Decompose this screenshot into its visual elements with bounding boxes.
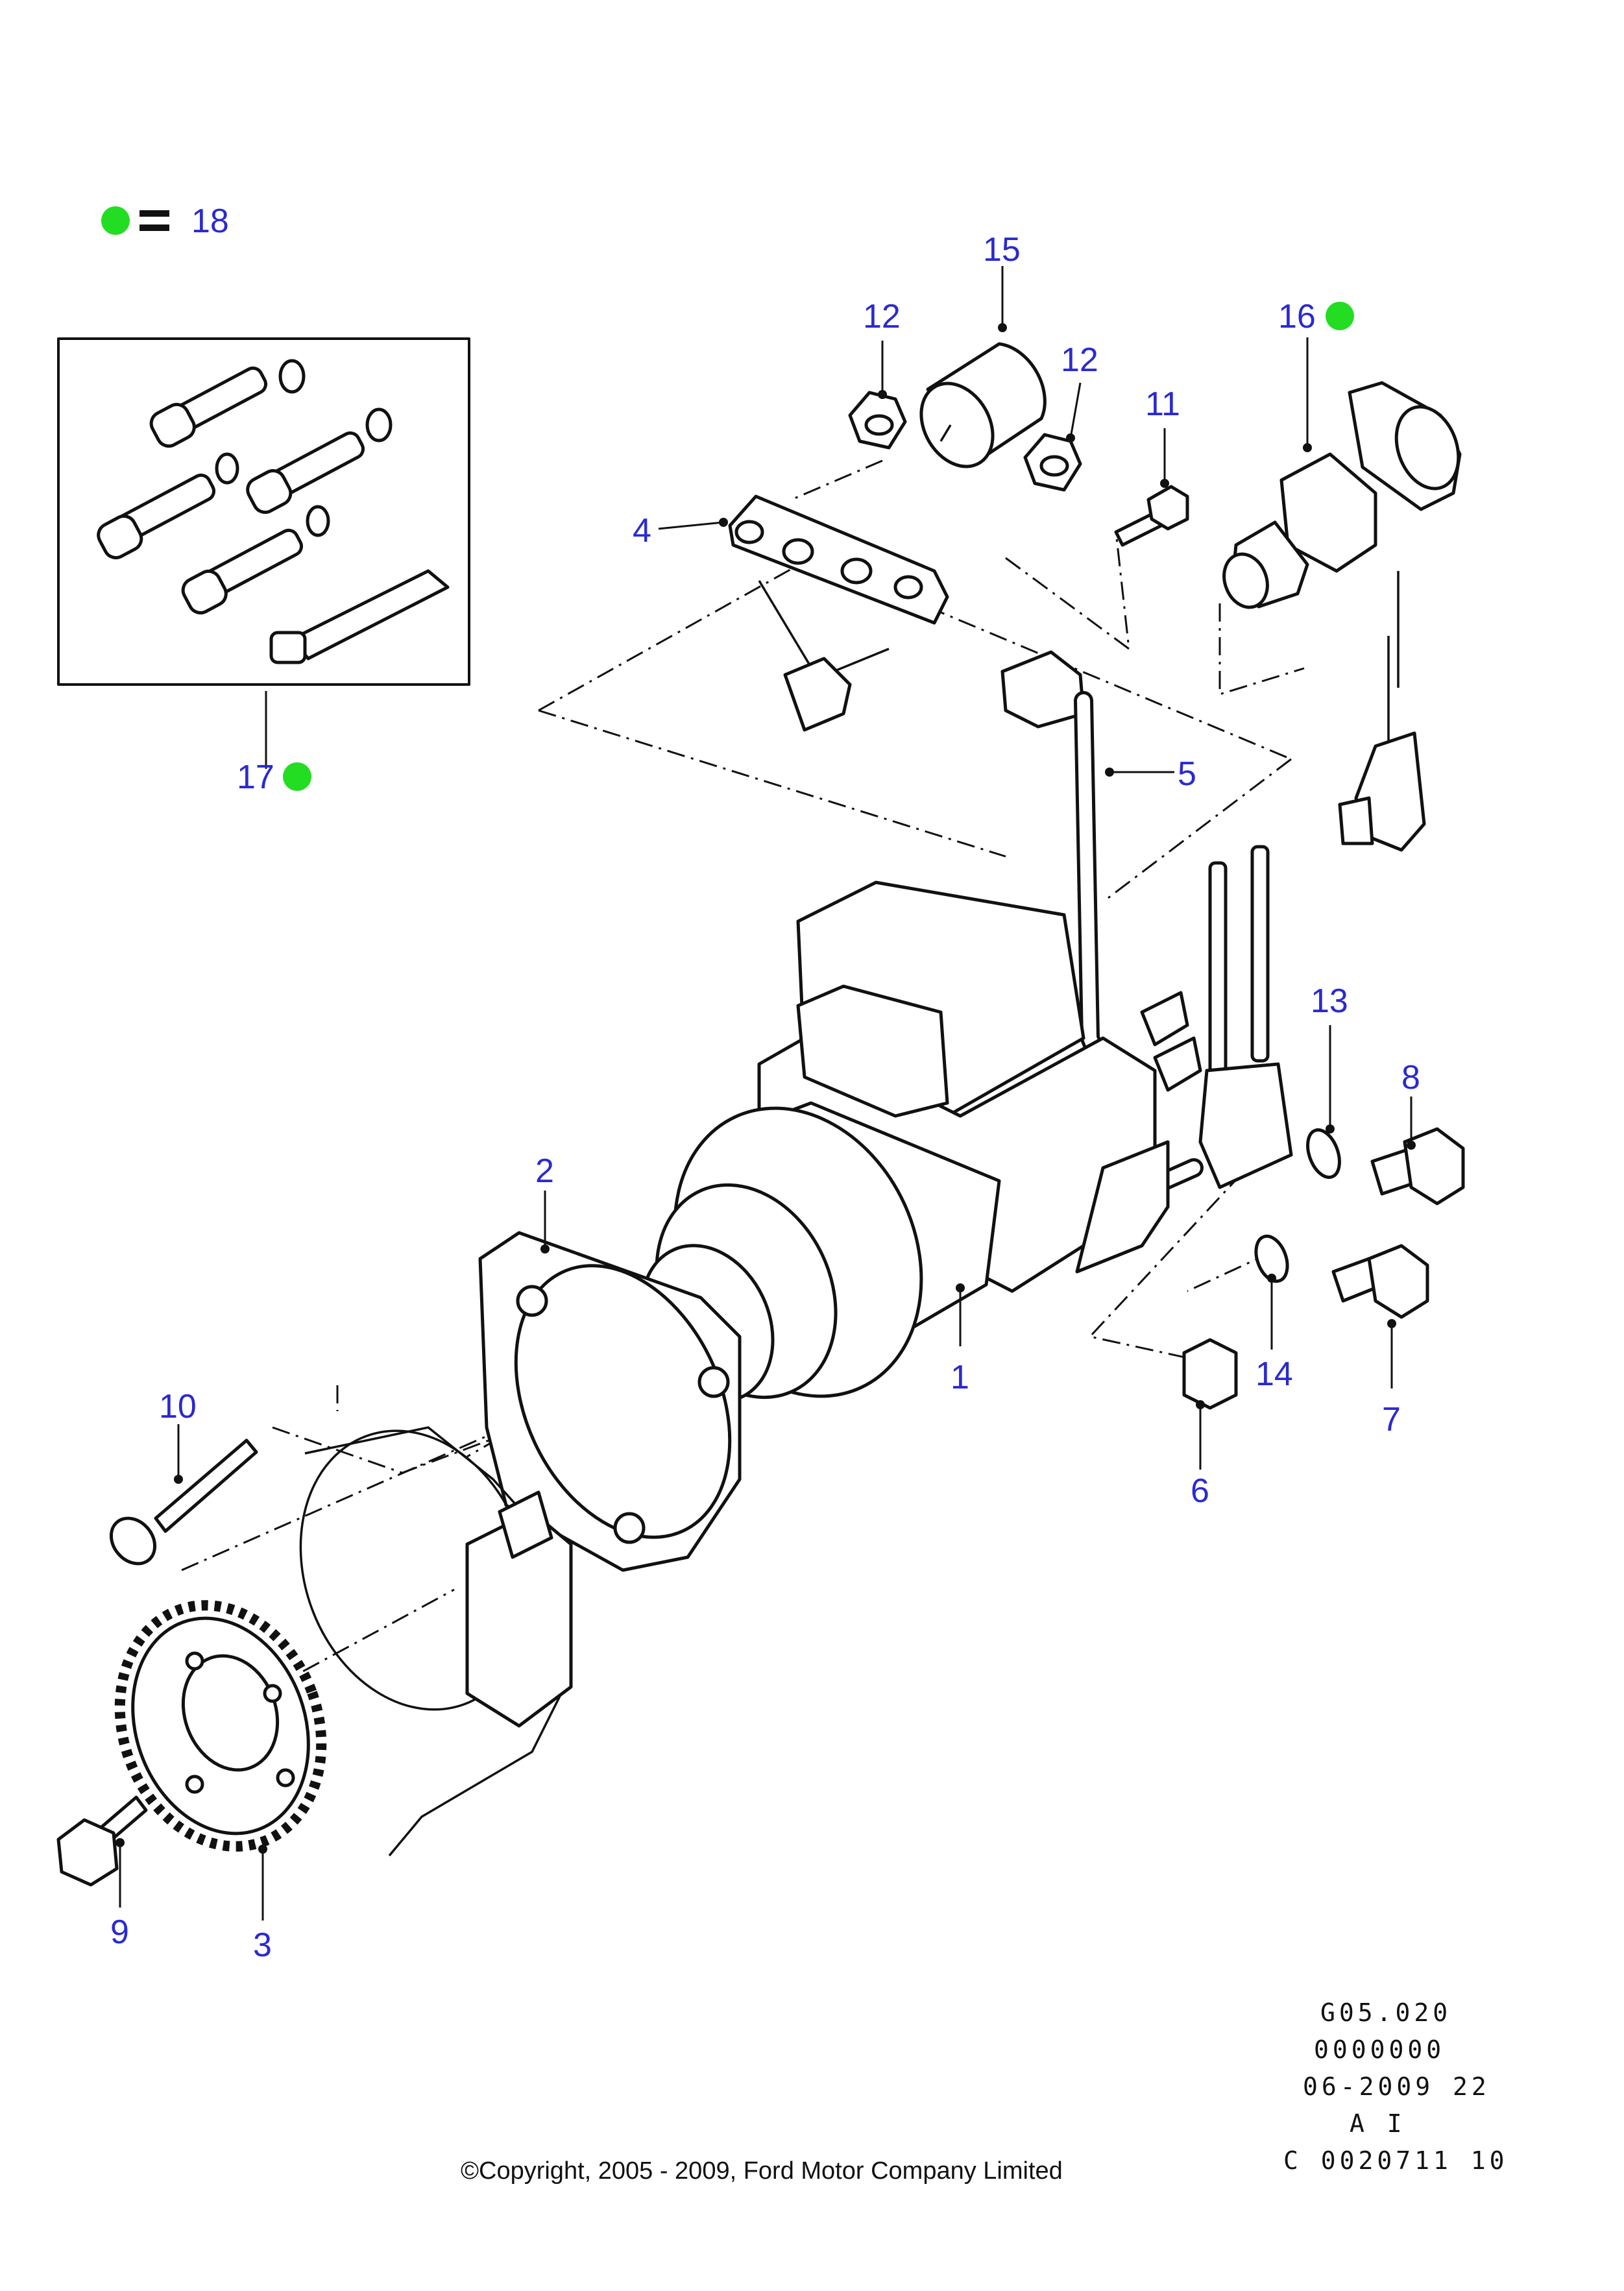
part-15-sensor <box>1222 381 1462 852</box>
callout-13: 13 <box>1311 982 1348 1020</box>
callout-15: 16 <box>1278 298 1316 335</box>
part-8-banjo-bolt <box>1370 1127 1465 1206</box>
kit-sealant-tube <box>269 569 450 664</box>
kit-stud-1 <box>149 359 306 448</box>
part-1-pump <box>640 845 1293 1403</box>
legend: 18 <box>101 202 229 240</box>
callout-4: 4 <box>633 512 651 550</box>
callout-3: 3 <box>253 1926 272 1964</box>
part-11-bolt <box>1114 485 1189 547</box>
callout-10: 10 <box>159 1388 197 1425</box>
callout-2: 2 <box>535 1152 554 1190</box>
part-3-sprocket <box>114 1600 327 1852</box>
meta-line-3: 06-2009 22 <box>1303 2072 1490 2101</box>
legend-number: 18 <box>191 202 229 240</box>
kit-stud-2 <box>97 452 239 560</box>
part-12-nut-right <box>1023 433 1082 492</box>
part-10-bolt <box>109 1438 258 1566</box>
kit-stud-4 <box>181 505 330 614</box>
part-12-nut-left <box>848 391 907 450</box>
part-6-plug <box>1182 1338 1238 1410</box>
kit-stud-3 <box>246 407 393 515</box>
callout-17-marker <box>283 762 311 791</box>
callout-14: 14 <box>1255 1355 1293 1393</box>
callout-9: 9 <box>110 1913 129 1951</box>
callout-15-marker <box>1326 302 1354 330</box>
kit-box <box>57 337 470 686</box>
copyright-notice: ©Copyright, 2005 - 2009, Ford Motor Comp… <box>461 2157 1063 2185</box>
legend-equals-top <box>139 210 169 217</box>
callout-6: 6 <box>1191 1472 1209 1510</box>
callout-7: 7 <box>1382 1401 1401 1438</box>
meta-line-2: 0000000 <box>1314 2035 1446 2064</box>
part-16-damper <box>919 342 1047 468</box>
callout-12-left: 12 <box>863 298 901 335</box>
callout-5: 5 <box>1178 755 1196 793</box>
callout-labels: 15 12 12 11 16 4 5 17 13 8 2 1 14 7 6 10… <box>110 231 1420 1964</box>
meta-line-5: C 0020711 10 <box>1283 2146 1509 2175</box>
callout-17: 17 <box>237 758 274 796</box>
part-9-bolt <box>56 1795 148 1887</box>
callout-8: 8 <box>1401 1059 1420 1097</box>
part-7-bolt <box>1331 1244 1429 1319</box>
part-13-washer <box>1306 1128 1341 1179</box>
part-2-gasket <box>478 1231 742 1572</box>
callout-11: 11 <box>1145 385 1180 423</box>
callout-1: 1 <box>951 1359 969 1396</box>
part-4-bracket <box>728 494 949 732</box>
legend-equals-bottom <box>139 224 169 231</box>
part-14-washer <box>1254 1234 1289 1283</box>
leader-lines <box>115 266 1416 1921</box>
meta-line-1: G05.020 <box>1320 1998 1452 2027</box>
callout-12-right: 12 <box>1061 341 1098 379</box>
legend-marker-dot <box>101 206 130 235</box>
meta-line-4: A I <box>1350 2109 1406 2138</box>
callout-16: 15 <box>983 231 1021 269</box>
engine-front-housing <box>299 1426 573 1857</box>
